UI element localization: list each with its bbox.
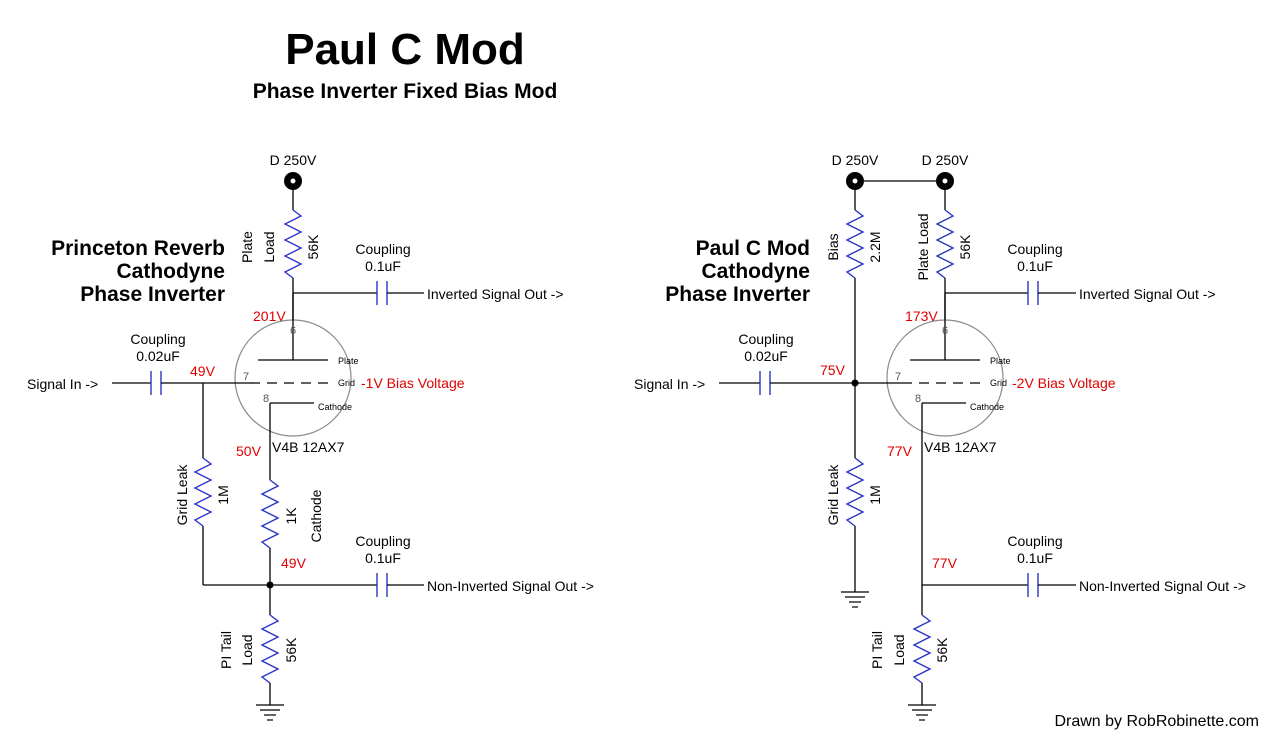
right-coupling-in-value: 0.02uF xyxy=(744,348,788,364)
resistor-icon xyxy=(935,209,955,279)
left-coupling-inv-name: Coupling xyxy=(355,241,410,257)
right-coupling-noninv-value: 0.1uF xyxy=(1017,550,1053,566)
left-plate-text: Plate xyxy=(338,356,359,366)
left-cathode-res-value: 1K xyxy=(283,507,299,525)
right-plate-load-value: 56K xyxy=(957,234,973,260)
right-bias-res-name: Bias xyxy=(825,233,841,260)
right-tail-voltage: 77V xyxy=(932,555,958,571)
resistor-icon xyxy=(845,457,865,527)
credit-text: Drawn by RobRobinette.com xyxy=(1054,713,1259,730)
right-inverted-out-label: Inverted Signal Out -> xyxy=(1079,286,1216,302)
right-tail-load-name1: PI Tail xyxy=(869,631,885,669)
right-heading-line2: Cathodyne xyxy=(701,260,810,283)
right-heading-line3: Phase Inverter xyxy=(665,283,810,306)
left-supply-label: D 250V xyxy=(270,152,317,168)
right-bias-voltage: -2V Bias Voltage xyxy=(1012,375,1116,391)
supply-terminal-icon xyxy=(846,172,864,190)
right-grid-voltage: 75V xyxy=(820,362,846,378)
resistor-icon xyxy=(193,457,213,527)
right-supply-plate-label: D 250V xyxy=(922,152,969,168)
left-circuit: Princeton Reverb Cathodyne Phase Inverte… xyxy=(27,152,594,721)
right-grid-leak-value: 1M xyxy=(867,485,883,504)
left-coupling-noninv-name: Coupling xyxy=(355,533,410,549)
right-grid-text: Grid xyxy=(990,378,1007,388)
triode-tube-icon xyxy=(886,293,1004,437)
left-tube-name: V4B 12AX7 xyxy=(272,439,345,455)
left-cathode-res-name: Cathode xyxy=(308,489,324,542)
left-coupling-noninv-value: 0.1uF xyxy=(365,550,401,566)
left-tail-voltage: 49V xyxy=(281,555,307,571)
right-cathode-text: Cathode xyxy=(970,402,1004,412)
left-grid-voltage: 49V xyxy=(190,363,216,379)
left-heading-line1: Princeton Reverb xyxy=(51,237,225,260)
left-pin-plate: 6 xyxy=(290,325,296,337)
capacitor-icon xyxy=(1027,281,1039,305)
right-coupling-inv-name: Coupling xyxy=(1007,241,1062,257)
left-grid-text: Grid xyxy=(338,378,355,388)
resistor-icon xyxy=(283,209,303,279)
right-coupling-noninv-name: Coupling xyxy=(1007,533,1062,549)
ground-icon xyxy=(256,704,284,721)
left-plate-load-name2: Load xyxy=(261,231,277,262)
right-plate-load-name: Plate Load xyxy=(915,214,931,281)
right-plate-text: Plate xyxy=(990,356,1011,366)
right-pin-grid: 7 xyxy=(895,371,901,383)
right-coupling-in-name: Coupling xyxy=(738,331,793,347)
left-grid-leak-value: 1M xyxy=(215,485,231,504)
right-tube-name: V4B 12AX7 xyxy=(924,439,997,455)
page-subtitle: Phase Inverter Fixed Bias Mod xyxy=(253,80,558,103)
right-supply-bias-label: D 250V xyxy=(832,152,879,168)
left-plate-voltage: 201V xyxy=(253,308,286,324)
right-noninverted-out-label: Non-Inverted Signal Out -> xyxy=(1079,578,1246,594)
right-tail-load-name2: Load xyxy=(891,634,907,665)
right-tail-load-value: 56K xyxy=(934,637,950,663)
page-title: Paul C Mod xyxy=(285,25,525,74)
triode-tube-icon xyxy=(234,293,352,437)
left-heading-line2: Cathodyne xyxy=(116,260,225,283)
right-heading-line1: Paul C Mod xyxy=(696,237,810,260)
resistor-icon xyxy=(260,614,280,684)
capacitor-icon xyxy=(759,371,771,395)
right-pin-plate: 6 xyxy=(942,325,948,337)
left-inverted-out-label: Inverted Signal Out -> xyxy=(427,286,564,302)
capacitor-icon xyxy=(376,281,388,305)
supply-terminal-icon xyxy=(936,172,954,190)
right-coupling-inv-value: 0.1uF xyxy=(1017,258,1053,274)
left-signal-in-label: Signal In -> xyxy=(27,376,98,392)
resistor-icon xyxy=(845,209,865,279)
junction-dot-icon xyxy=(851,379,859,387)
capacitor-icon xyxy=(1027,573,1039,597)
left-pin-grid: 7 xyxy=(243,371,249,383)
left-grid-leak-name: Grid Leak xyxy=(174,464,190,526)
resistor-icon xyxy=(912,614,932,684)
left-coupling-in-value: 0.02uF xyxy=(136,348,180,364)
right-grid-leak-name: Grid Leak xyxy=(825,464,841,526)
left-plate-load-value: 56K xyxy=(305,234,321,260)
ground-icon xyxy=(841,591,869,608)
left-tail-load-value: 56K xyxy=(283,637,299,663)
capacitor-icon xyxy=(150,371,162,395)
left-coupling-in-name: Coupling xyxy=(130,331,185,347)
left-tail-load-name1: PI Tail xyxy=(218,631,234,669)
left-cathode-voltage: 50V xyxy=(236,443,262,459)
right-bias-res-value: 2.2M xyxy=(867,231,883,262)
left-bias-voltage: -1V Bias Voltage xyxy=(361,375,465,391)
right-signal-in-label: Signal In -> xyxy=(634,376,705,392)
left-cathode-text: Cathode xyxy=(318,402,352,412)
right-circuit: Paul C Mod Cathodyne Phase Inverter D 25… xyxy=(634,152,1246,721)
left-heading-line3: Phase Inverter xyxy=(80,283,225,306)
supply-terminal-icon xyxy=(284,172,302,190)
ground-icon xyxy=(908,704,936,721)
left-plate-load-name1: Plate xyxy=(239,231,255,263)
resistor-icon xyxy=(260,479,280,549)
capacitor-icon xyxy=(376,573,388,597)
right-cathode-voltage: 77V xyxy=(887,443,913,459)
left-tail-load-name2: Load xyxy=(239,634,255,665)
left-coupling-inv-value: 0.1uF xyxy=(365,258,401,274)
right-pin-cathode: 8 xyxy=(915,393,921,405)
left-pin-cathode: 8 xyxy=(263,393,269,405)
left-noninverted-out-label: Non-Inverted Signal Out -> xyxy=(427,578,594,594)
right-plate-voltage: 173V xyxy=(905,308,938,324)
